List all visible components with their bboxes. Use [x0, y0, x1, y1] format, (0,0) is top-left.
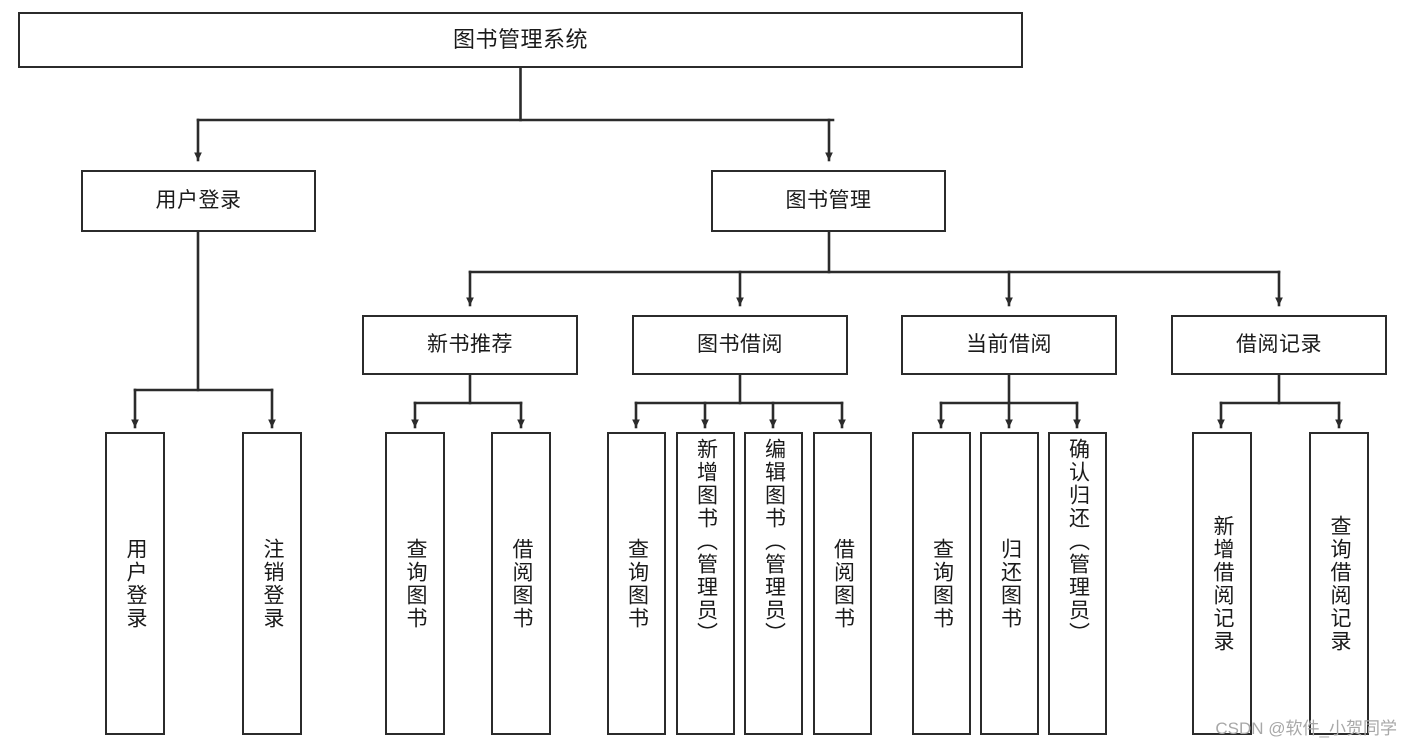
node-label: 查询图书 — [404, 537, 428, 630]
node-current-borrowing[interactable]: 当前借阅 — [901, 315, 1117, 375]
node-label: 新增借阅记录 — [1211, 514, 1235, 653]
node-label: 查询图书 — [625, 537, 649, 630]
node-leaf-edit-book-admin[interactable]: 编辑图书（管理员） — [744, 432, 803, 735]
node-label: 确认归还（管理员） — [1066, 438, 1090, 645]
node-leaf-borrow-books-new[interactable]: 借阅图书 — [491, 432, 551, 735]
node-label: 注销登录 — [261, 537, 285, 630]
node-label: 图书管理系统 — [452, 27, 588, 53]
node-new-book-recommendation[interactable]: 新书推荐 — [362, 315, 578, 375]
node-leaf-return-books[interactable]: 归还图书 — [980, 432, 1039, 735]
node-leaf-query-borrow-record[interactable]: 查询借阅记录 — [1309, 432, 1369, 735]
node-user-login[interactable]: 用户登录 — [81, 170, 316, 232]
node-leaf-add-book-admin[interactable]: 新增图书（管理员） — [676, 432, 735, 735]
watermark-text: CSDN @软件_小贺同学 — [1215, 719, 1397, 738]
node-leaf-borrow-books-borrow[interactable]: 借阅图书 — [813, 432, 872, 735]
node-label: 新书推荐 — [427, 332, 513, 356]
node-label: 借阅图书 — [831, 537, 855, 630]
node-root-book-management-system[interactable]: 图书管理系统 — [18, 12, 1023, 68]
node-label: 新增图书（管理员） — [694, 438, 718, 645]
node-label: 用户登录 — [155, 188, 242, 212]
node-leaf-logout[interactable]: 注销登录 — [242, 432, 302, 735]
node-book-management[interactable]: 图书管理 — [711, 170, 946, 232]
node-borrowing-records[interactable]: 借阅记录 — [1171, 315, 1387, 375]
node-leaf-query-books-borrow[interactable]: 查询图书 — [607, 432, 666, 735]
node-label: 查询图书 — [930, 537, 954, 630]
node-leaf-add-borrow-record[interactable]: 新增借阅记录 — [1192, 432, 1252, 735]
node-leaf-confirm-return-admin[interactable]: 确认归还（管理员） — [1048, 432, 1107, 735]
node-label: 归还图书 — [998, 537, 1022, 630]
node-label: 图书管理 — [785, 188, 872, 212]
node-label: 查询借阅记录 — [1328, 514, 1352, 653]
node-leaf-user-login[interactable]: 用户登录 — [105, 432, 165, 735]
node-label: 图书借阅 — [697, 332, 783, 356]
node-label: 借阅图书 — [510, 537, 534, 630]
node-label: 用户登录 — [124, 537, 148, 630]
node-label: 借阅记录 — [1236, 332, 1322, 356]
node-leaf-query-books-new[interactable]: 查询图书 — [385, 432, 445, 735]
node-label: 编辑图书（管理员） — [762, 438, 786, 645]
node-label: 当前借阅 — [966, 332, 1052, 356]
node-leaf-query-books-current[interactable]: 查询图书 — [912, 432, 971, 735]
node-book-borrowing[interactable]: 图书借阅 — [632, 315, 848, 375]
